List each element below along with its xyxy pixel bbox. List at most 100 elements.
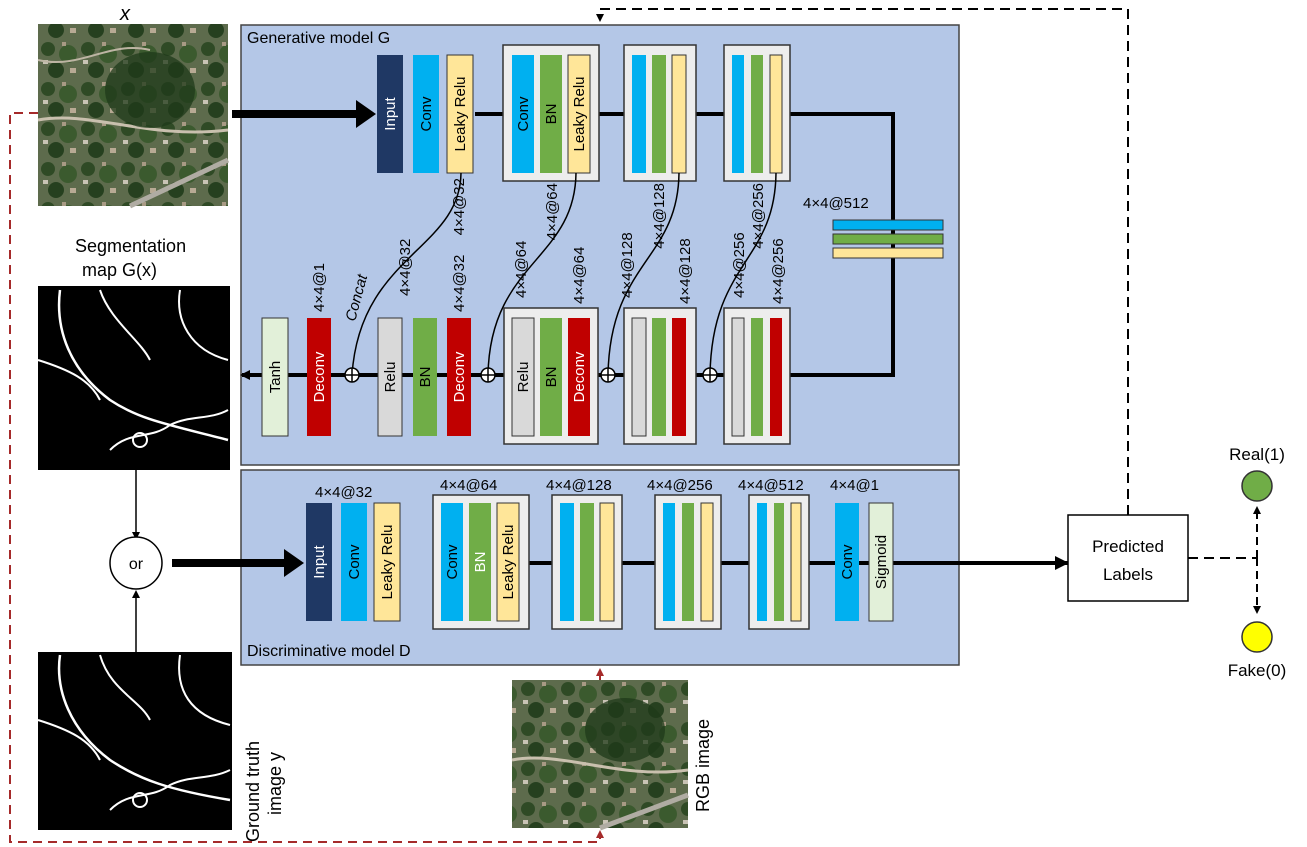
generator-panel bbox=[240, 24, 960, 466]
skip-curve-4 bbox=[709, 172, 777, 376]
disc3-act bbox=[599, 502, 615, 622]
disc-dim-4: 4×4@256 bbox=[647, 477, 713, 494]
enc2-conv bbox=[512, 55, 534, 173]
disc-dim-5: 4×4@512 bbox=[738, 477, 804, 494]
input-satellite-image bbox=[37, 24, 230, 209]
enc-conv-label: Conv bbox=[418, 96, 435, 132]
feedback-dashed-path bbox=[596, 8, 1129, 515]
dec2-bn bbox=[540, 318, 562, 436]
disc-leaky1 bbox=[373, 502, 401, 622]
dec2-deconv-label: Deconv bbox=[571, 351, 588, 402]
enc-dim-3: 4×4@128 bbox=[651, 183, 668, 249]
concat-circle-2 bbox=[480, 367, 496, 383]
dec2-dim: 4×4@64 bbox=[571, 247, 588, 304]
disc-dim-3: 4×4@128 bbox=[546, 477, 612, 494]
or-node bbox=[109, 536, 163, 590]
enc2-conv-label: Conv bbox=[515, 96, 532, 132]
disc2-bn bbox=[469, 503, 491, 621]
ground-truth-label-1: Ground truth bbox=[243, 741, 263, 842]
seg-map-title-2: map G(x) bbox=[82, 260, 157, 280]
disc-input-label: Input bbox=[311, 544, 328, 578]
enc2-bn bbox=[540, 55, 562, 173]
disc-dim-2: 4×4@64 bbox=[440, 477, 497, 494]
input-x-label: x bbox=[119, 3, 131, 25]
fake-label: Fake(0) bbox=[1228, 661, 1287, 680]
predicted-labels-line1: Predicted bbox=[1092, 537, 1164, 556]
dec1-bn bbox=[413, 318, 437, 436]
dec4-dim: 4×4@256 bbox=[770, 238, 787, 304]
input-arrow-head bbox=[356, 100, 376, 128]
concat-circle-4 bbox=[702, 367, 718, 383]
seg-map-title-1: Segmentation bbox=[75, 236, 186, 256]
enc3-act bbox=[671, 54, 687, 174]
dec1-deconv-label: Deconv bbox=[451, 351, 468, 402]
disc2-bn-label: BN bbox=[472, 552, 489, 573]
red-dashed-input-path bbox=[9, 112, 604, 843]
dec3-relu bbox=[631, 317, 647, 437]
dec1-dim: 4×4@32 bbox=[451, 255, 468, 312]
disc-leaky1-label: Leaky Relu bbox=[379, 524, 396, 599]
enc-leaky-block bbox=[446, 54, 474, 174]
disc-final-conv bbox=[835, 503, 859, 621]
real-label: Real(1) bbox=[1229, 445, 1285, 464]
disc5-bn bbox=[774, 503, 784, 621]
disc-input bbox=[306, 503, 332, 621]
predicted-labels-box bbox=[1067, 514, 1189, 602]
skip-dim-4: 4×4@256 bbox=[731, 232, 748, 298]
dec1-bn-label: BN bbox=[417, 367, 434, 388]
enc3-bn bbox=[652, 55, 666, 173]
enc-dim-1: 4×4@32 bbox=[451, 178, 468, 235]
disc3-bn bbox=[580, 503, 594, 621]
disc4-act bbox=[700, 502, 714, 622]
bottleneck-dim: 4×4@512 bbox=[803, 195, 869, 212]
skip-curve-2 bbox=[487, 172, 577, 376]
skip-dim-1: 4×4@32 bbox=[397, 239, 414, 296]
enc-input-label: Input bbox=[382, 96, 399, 130]
ground-truth-label-2: image y bbox=[265, 752, 285, 815]
concat-circle-1 bbox=[344, 367, 360, 383]
disc-output-arrow-head bbox=[1055, 556, 1069, 570]
disc2-leaky bbox=[496, 502, 520, 622]
dec4-bn bbox=[751, 318, 763, 436]
enc2-leaky bbox=[567, 54, 591, 174]
dec-out-deconv bbox=[307, 318, 331, 436]
disc-final-conv-label: Conv bbox=[839, 544, 856, 580]
enc-conv-block bbox=[413, 55, 439, 173]
or-arrow-head bbox=[284, 549, 304, 577]
ground-truth-image bbox=[37, 652, 232, 830]
disc5-act bbox=[790, 502, 802, 622]
rgb-image-label: RGB image bbox=[693, 719, 713, 812]
enc3-conv bbox=[632, 55, 646, 173]
disc-dim-6: 4×4@1 bbox=[830, 477, 879, 494]
dec2-bn-label: BN bbox=[543, 367, 560, 388]
dec4-relu bbox=[731, 317, 745, 437]
disc2-leaky-label: Leaky Relu bbox=[500, 524, 517, 599]
dec3-dim: 4×4@128 bbox=[677, 238, 694, 304]
bottleneck-conv bbox=[832, 219, 944, 231]
segmentation-map-image bbox=[37, 286, 230, 470]
rgb-image bbox=[511, 680, 689, 831]
bottleneck-bn bbox=[832, 233, 944, 245]
skip-curve-3 bbox=[607, 172, 680, 376]
enc4-bn bbox=[751, 55, 763, 173]
concat-circle-3 bbox=[600, 367, 616, 383]
dec2-deconv bbox=[568, 318, 590, 436]
disc2-conv bbox=[441, 503, 463, 621]
dec-tanh-label: Tanh bbox=[267, 361, 284, 394]
dec-tanh-block bbox=[261, 317, 289, 437]
dec1-deconv bbox=[447, 318, 471, 436]
disc-sigmoid bbox=[868, 502, 894, 622]
enc-dim-2: 4×4@64 bbox=[544, 183, 561, 240]
disc-dim-1: 4×4@32 bbox=[315, 484, 372, 501]
dec1-relu bbox=[377, 317, 403, 437]
dec4-deconv bbox=[770, 318, 782, 436]
fake-node bbox=[1241, 621, 1273, 653]
skip-dim-2: 4×4@64 bbox=[513, 241, 530, 298]
enc4-act bbox=[769, 54, 783, 174]
dec-out-deconv-label: Deconv bbox=[311, 351, 328, 402]
dec-out-dim: 4×4@1 bbox=[311, 263, 328, 312]
dec3-deconv bbox=[672, 318, 686, 436]
disc5-conv bbox=[757, 503, 767, 621]
enc-leaky-label: Leaky Relu bbox=[452, 76, 469, 151]
